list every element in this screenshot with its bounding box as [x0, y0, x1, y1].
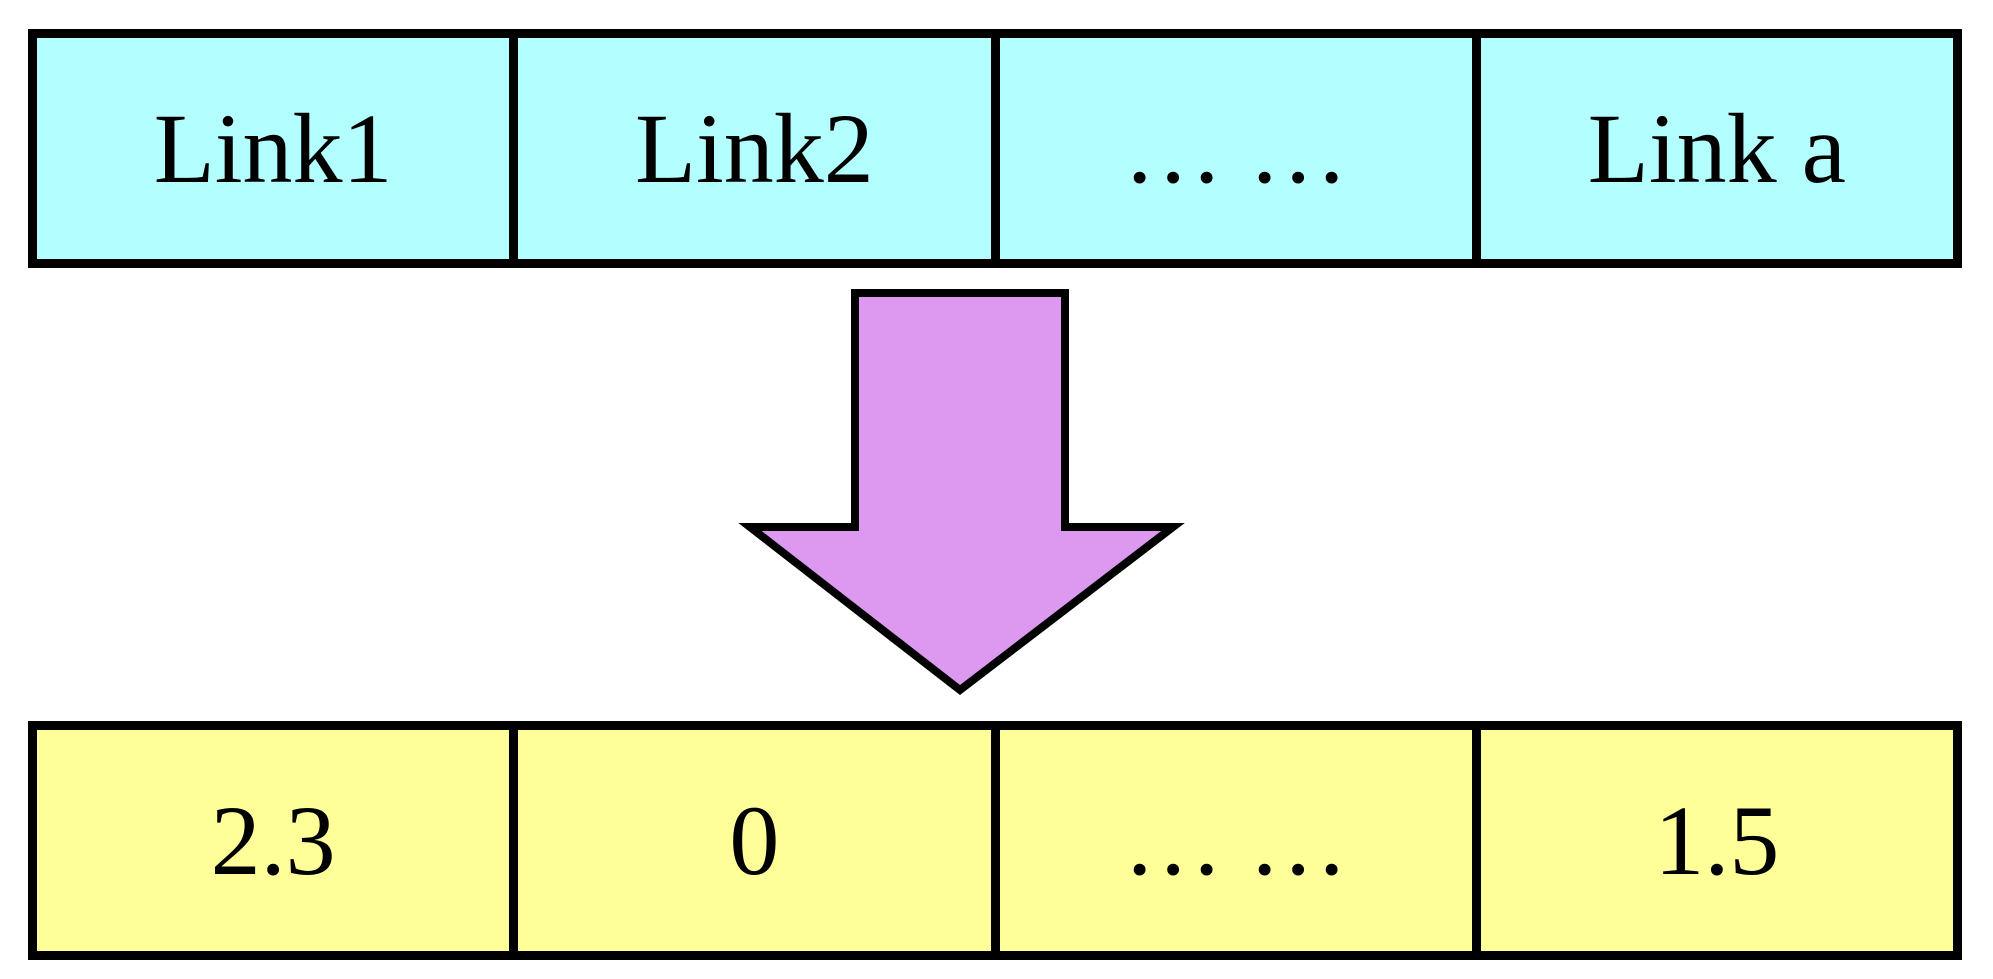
link-cell-3: … …	[990, 38, 1472, 259]
value-cell-2: 0	[509, 730, 990, 951]
value-cell-3: … …	[990, 730, 1472, 951]
link-row: Link1 Link2… …Link a	[28, 29, 1962, 268]
link-cell-2: Link2	[509, 38, 990, 259]
value-row: 2.3 0… …1.5	[28, 721, 1962, 960]
link-cell-4: Link a	[1471, 38, 1953, 259]
link-cell-1: Link1	[153, 93, 393, 204]
value-cell-1: 2.3	[210, 785, 336, 896]
down-arrow-icon	[738, 289, 1185, 696]
value-cell-4: 1.5	[1471, 730, 1953, 951]
